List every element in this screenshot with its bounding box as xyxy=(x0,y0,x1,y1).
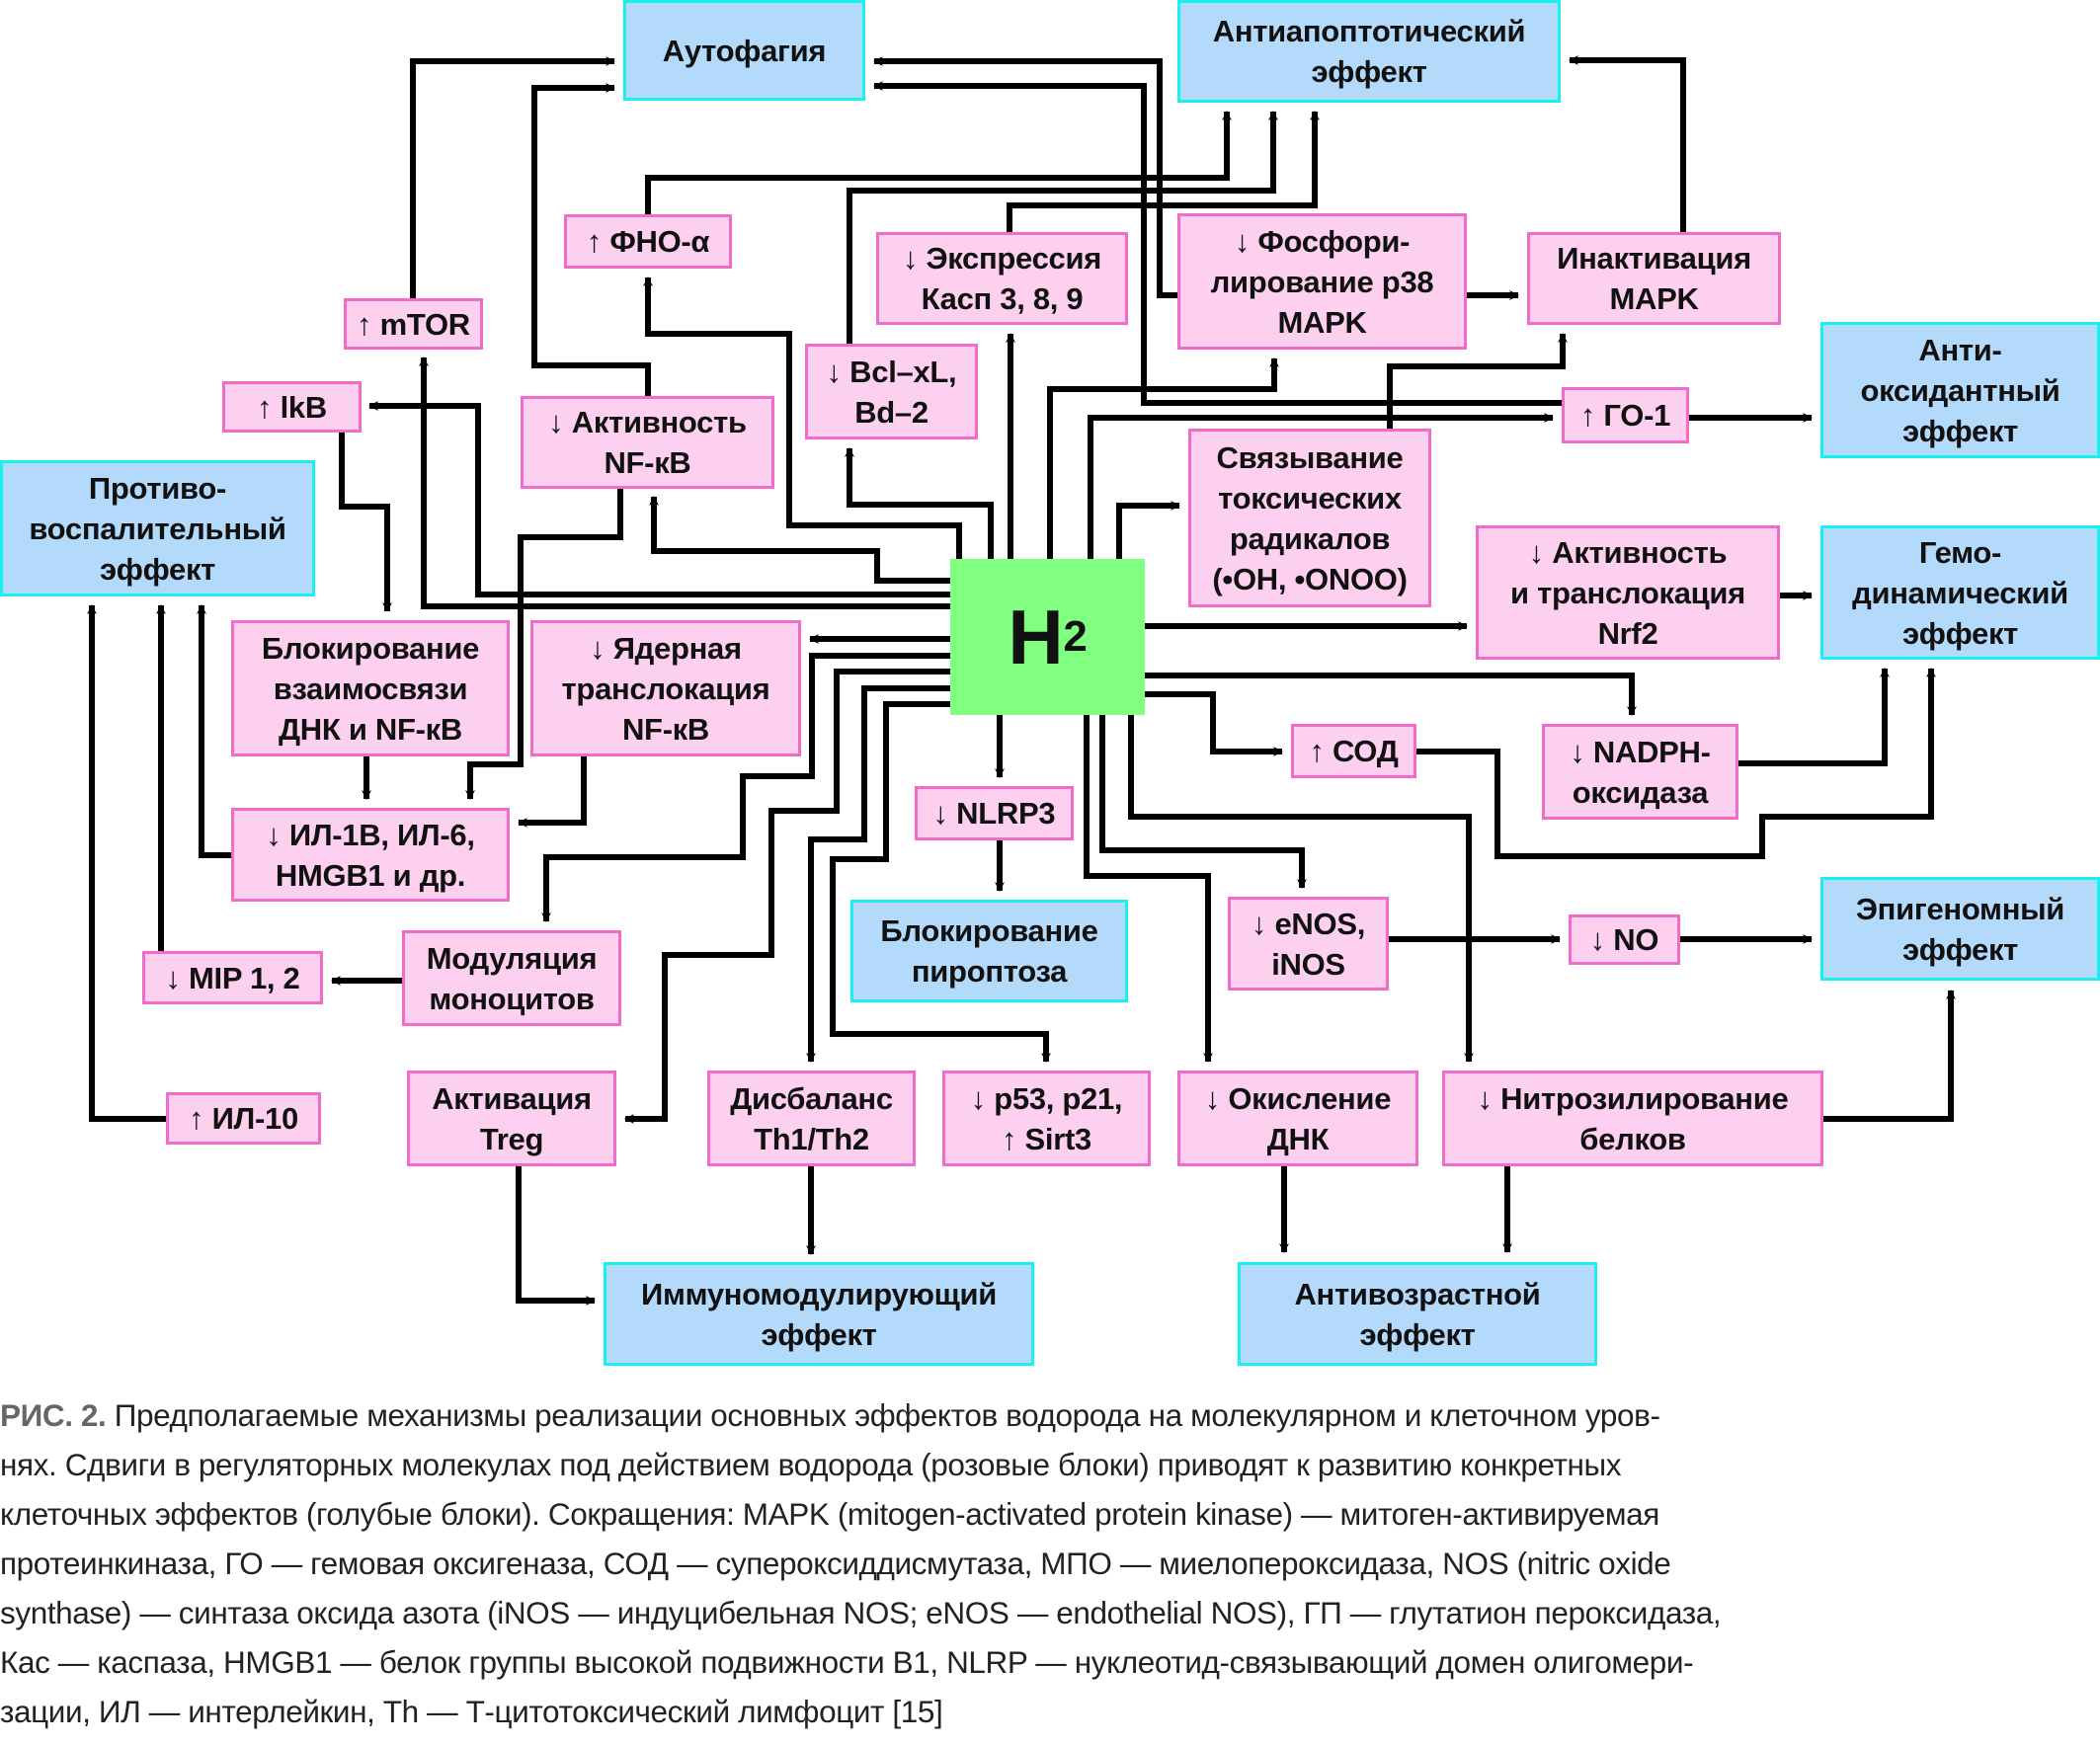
node-th-imbalance: Дисбаланс Th1/Th2 xyxy=(707,1071,916,1166)
node-ikb: ↑ lkB xyxy=(222,381,362,433)
wire-tnf-antiapoptotic xyxy=(645,111,1232,214)
node-il10: ↑ ИЛ-10 xyxy=(166,1092,321,1145)
wire-h2-p38 xyxy=(1047,357,1279,559)
node-tnf-alpha: ↑ ФНО-α xyxy=(564,214,732,269)
node-interleukins: ↓ ИЛ-1В, ИЛ-6, HMGB1 и др. xyxy=(231,808,510,902)
node-immunomodulating-effect: Иммуномодулирующий эффект xyxy=(604,1262,1034,1366)
wire-h2-radical xyxy=(1116,501,1180,559)
wire-h2-nfkb xyxy=(649,496,950,584)
node-protein-nitrosylation: ↓ Нитрозилирование белков xyxy=(1442,1071,1823,1166)
node-nuclear-translocation: ↓ Ядерная транслокация NF-кB xyxy=(530,620,801,756)
node-mapk-inactivation: Инактивация MAPK xyxy=(1527,232,1781,325)
node-mtor: ↑ mTOR xyxy=(344,298,483,350)
node-nrf2: ↓ Активность и транслокация Nrf2 xyxy=(1476,525,1780,660)
wire-h2-dnaoxidation xyxy=(1084,715,1213,1063)
wire-ho1-autophagy xyxy=(873,81,1562,406)
wire-ikb-dnablock xyxy=(339,433,392,612)
node-nadph-oxidase: ↓ NADPH- оксидаза xyxy=(1542,724,1738,820)
node-sod: ↑ СОД xyxy=(1291,724,1416,778)
node-epigenomic-effect: Эпигеномный эффект xyxy=(1820,877,2100,981)
wire-h2-p53 xyxy=(830,701,1051,1063)
wire-mtor-autophagy xyxy=(410,56,615,298)
wire-nfkb-autophagy xyxy=(531,83,651,396)
node-nfkb-activity: ↓ Активность NF-кB xyxy=(521,396,774,489)
node-bcl: ↓ Bcl–xL, Bd–2 xyxy=(805,344,978,439)
node-dna-nfkb-block: Блокирование взаимосвязи ДНК и NF-кB xyxy=(231,620,510,756)
wire-nitrosylation-epigenomic xyxy=(1823,990,1956,1122)
node-enos-inos: ↓ eNOS, iNOS xyxy=(1228,897,1389,991)
node-pyroptosis-block: Блокирование пироптоза xyxy=(850,900,1128,1002)
node-nlrp3: ↓ NLRP3 xyxy=(915,786,1074,840)
node-hemodynamic-effect: Гемо- динамический эффект xyxy=(1820,525,2100,660)
wire-h2-ikb xyxy=(368,401,950,597)
wire-h2-th xyxy=(806,685,950,1063)
wire-nadph-hemodynamic xyxy=(1738,668,1890,766)
wire-il10-antiinflammatory xyxy=(87,604,166,1122)
wire-treg-immuno xyxy=(516,1166,596,1306)
wire-mapk-antiapoptotic xyxy=(1569,55,1686,232)
wire-sod-hemodynamic xyxy=(1416,668,1936,859)
node-no: ↓ NO xyxy=(1569,914,1680,965)
node-dna-oxidation: ↓ Окисление ДНК xyxy=(1177,1071,1418,1166)
node-antioxidant-effect: Анти- оксидантный эффект xyxy=(1820,322,2100,458)
figure-caption: РИС. 2. Предполагаемые механизмы реализа… xyxy=(0,1390,2094,1736)
node-antiaging-effect: Антивозрастной эффект xyxy=(1238,1262,1597,1366)
node-caspase-expression: ↓ Экспрессия Касп 3, 8, 9 xyxy=(876,232,1128,325)
wire-h2-monocyte xyxy=(541,653,950,922)
wire-h2-nadph xyxy=(1145,673,1637,716)
node-antiinflammatory-effect: Противо- воспалительный эффект xyxy=(0,460,315,596)
wire-h2-ho1 xyxy=(1088,413,1554,559)
wire-h2-sod xyxy=(1145,691,1283,756)
node-p53-sirt3: ↓ p53, p21, ↑ Sirt3 xyxy=(942,1071,1151,1166)
caption-text: Предполагаемые механизмы реализации осно… xyxy=(0,1397,1722,1729)
wire-il-antiinflammatory xyxy=(197,604,231,858)
node-treg-activation: Активация Treg xyxy=(407,1071,616,1166)
node-p38-phosphorylation: ↓ Фосфори- лирование p38 MAPK xyxy=(1177,213,1467,350)
wire-nuclear-il xyxy=(518,756,587,828)
h2-symbol: H xyxy=(1008,594,1064,680)
wire-h2-enos xyxy=(1099,715,1307,889)
wire-bcl-antiapoptotic xyxy=(847,111,1278,344)
wire-h2-tnf xyxy=(643,277,962,559)
node-autophagy: Аутофагия xyxy=(623,0,865,101)
caption-label: РИС. 2. xyxy=(0,1397,107,1433)
wire-h2-bcl xyxy=(845,447,994,559)
node-antiapoptotic-effect: Антиапоптотический эффект xyxy=(1177,0,1561,103)
wire-nfkb-il xyxy=(465,489,623,800)
node-ho1: ↑ ГО-1 xyxy=(1562,387,1689,443)
wire-h2-mtor xyxy=(419,357,950,609)
h2-subscript: 2 xyxy=(1063,612,1088,661)
node-radical-binding: Связывание токсических радикалов (•OH, •… xyxy=(1188,429,1431,607)
node-monocyte-modulation: Модуляция моноцитов xyxy=(402,930,621,1026)
wire-p38-autophagy xyxy=(873,56,1177,298)
node-mip: ↓ MIP 1, 2 xyxy=(142,951,323,1004)
wire-radical-mapk xyxy=(1387,333,1568,429)
wire-h2-treg xyxy=(624,669,950,1124)
